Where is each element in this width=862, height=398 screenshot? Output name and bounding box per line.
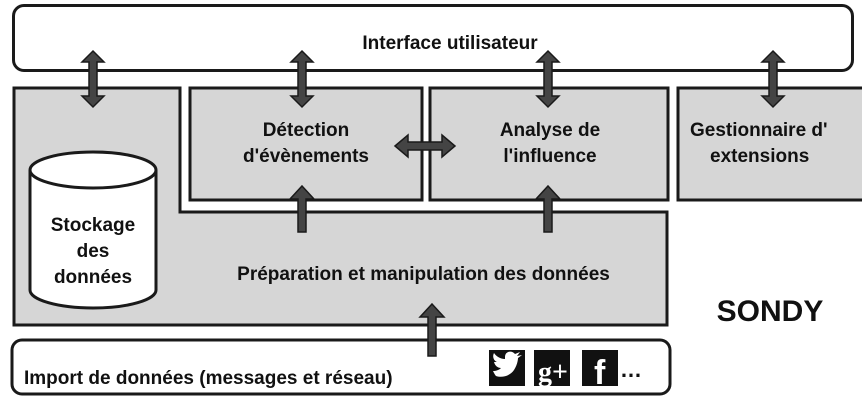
arrow-import-preparation <box>418 302 446 357</box>
influence-label-line1: Analyse de <box>499 120 601 141</box>
product-name: SONDY <box>716 295 824 328</box>
influence-label-line2: l'influence <box>503 146 597 167</box>
arrow-preparation-detection <box>288 184 316 233</box>
influence-label: Analyse de l'influence <box>432 118 668 170</box>
google-plus-icon: g+ <box>534 350 570 388</box>
google-plus-letter: g+ <box>538 357 568 388</box>
arrow-interface-extensions <box>760 49 786 109</box>
arrow-interface-influence <box>535 49 561 109</box>
arrow-detection-influence <box>393 133 457 159</box>
user-interface-box <box>12 4 854 72</box>
arrow-interface-detection <box>289 49 315 109</box>
twitter-icon <box>489 350 525 386</box>
detection-label-line1: Détection <box>262 120 350 141</box>
extensions-label-line1: Gestionnaire d' <box>690 120 828 141</box>
storage-label-line2: des <box>76 241 110 262</box>
user-interface-label: Interface utilisateur <box>362 33 538 54</box>
storage-label-line3: données <box>53 267 133 288</box>
detection-box <box>188 86 424 202</box>
extensions-label-line2: extensions <box>710 146 810 167</box>
preparation-label: Préparation et manipulation des données <box>237 264 610 285</box>
import-label: Import de données (messages et réseau) <box>24 368 393 389</box>
import-ellipsis: … <box>620 357 642 382</box>
facebook-letter: f <box>594 354 606 392</box>
extensions-label: Gestionnaire d' extensions <box>682 118 862 170</box>
facebook-icon: f <box>582 350 618 392</box>
arrow-preparation-influence <box>534 184 562 233</box>
detection-label-line2: d'évènements <box>243 146 369 167</box>
storage-label-line1: Stockage <box>50 215 136 236</box>
data-area-l-shape <box>12 86 669 327</box>
database-cylinder-icon <box>28 150 158 310</box>
detection-label: Détection d'évènements <box>190 118 422 170</box>
storage-label: Stockage des données <box>30 213 156 291</box>
arrow-interface-storage <box>80 49 106 109</box>
